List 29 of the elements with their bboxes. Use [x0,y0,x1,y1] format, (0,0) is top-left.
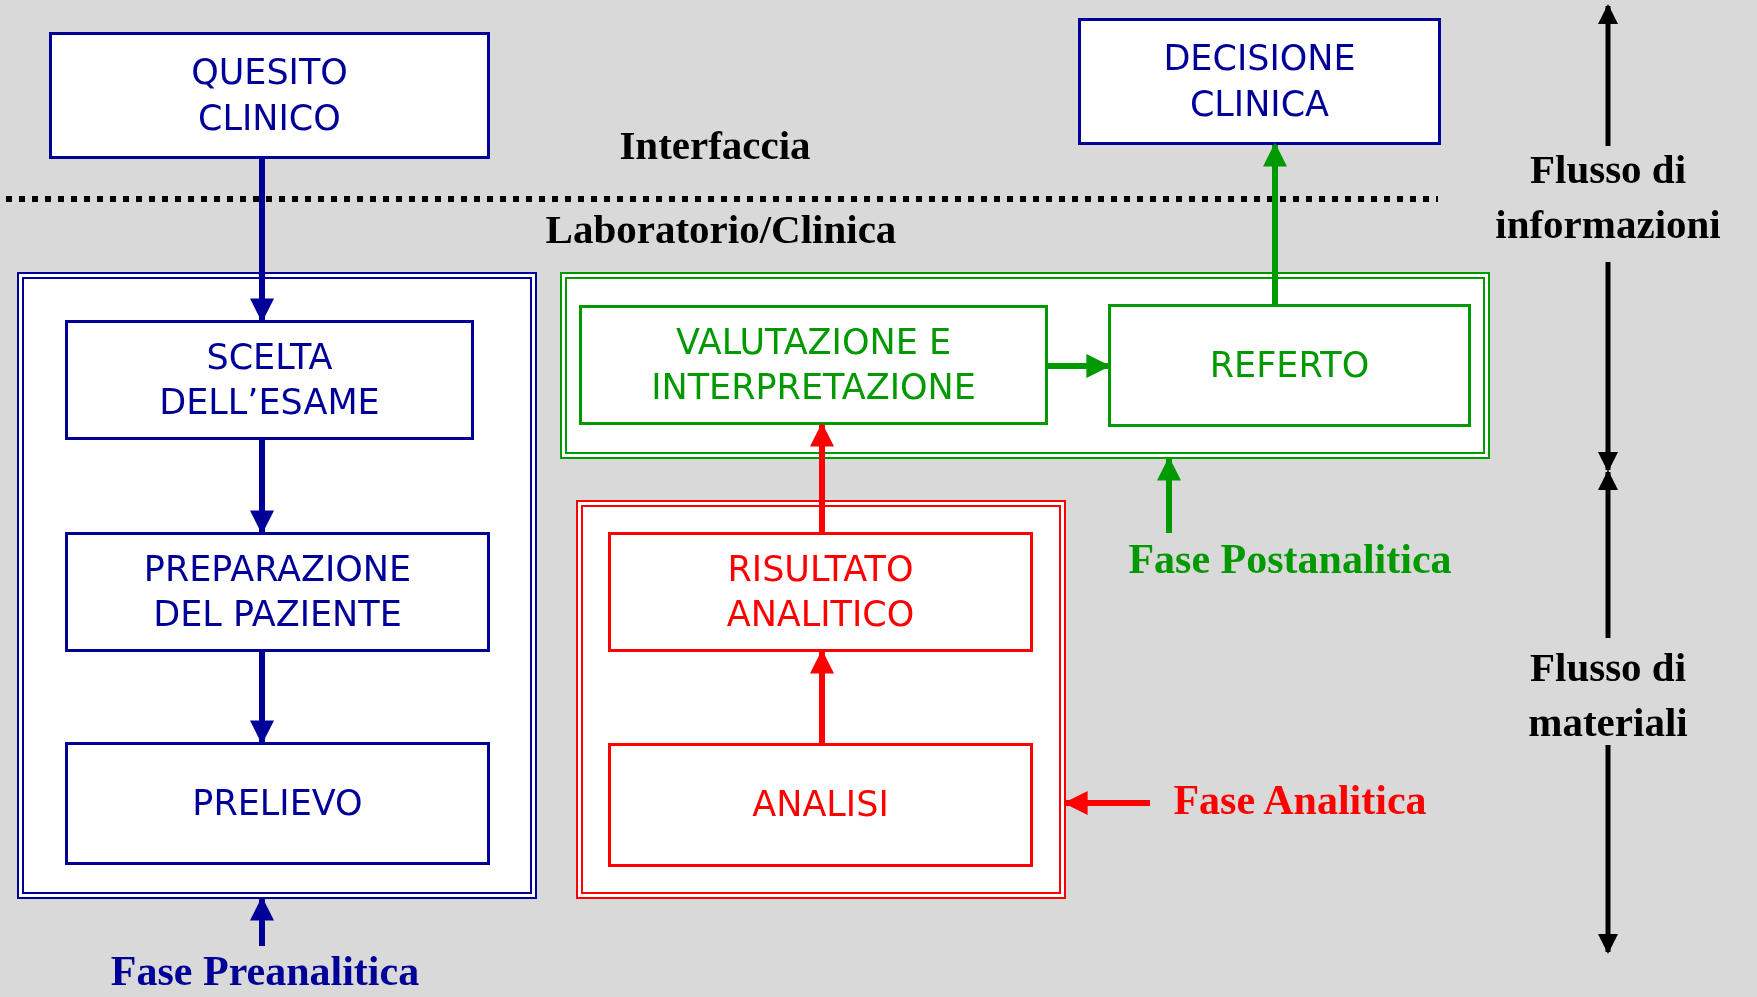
arrow [810,649,834,743]
arrow [250,652,274,745]
interface-label: Laboratorio/Clinica [545,205,897,255]
process-box: RISULTATO ANALITICO [608,532,1033,652]
process-box: PRELIEVO [65,742,490,865]
group-frame [576,500,1066,899]
process-box: DECISIONE CLINICA [1078,18,1441,145]
flow-label: Flusso di materiali [1527,642,1689,747]
phase-label: Fase Postanalitica [1128,535,1452,583]
arrow [810,422,834,532]
arrow [250,440,274,535]
process-box: PREPARAZIONE DEL PAZIENTE [65,532,490,652]
interface-label: Interfaccia [619,121,811,171]
flow-label: Flusso di informazioni [1494,144,1722,249]
arrow [1157,456,1181,533]
group-frame [17,272,537,899]
group-frame [560,272,1490,459]
process-box: VALUTAZIONE E INTERPRETAZIONE [579,305,1048,425]
process-box: QUESITO CLINICO [49,32,490,159]
phase-label: Fase Analitica [1173,776,1427,824]
arrow [1063,791,1150,815]
arrow [250,896,274,946]
arrow [250,159,274,323]
arrow [1263,142,1287,304]
phase-label: Fase Preanalitica [110,947,420,995]
process-box: REFERTO [1108,304,1471,427]
process-box: ANALISI [608,743,1033,867]
arrow [1048,354,1111,378]
process-box: SCELTA DELL’ESAME [65,320,474,440]
